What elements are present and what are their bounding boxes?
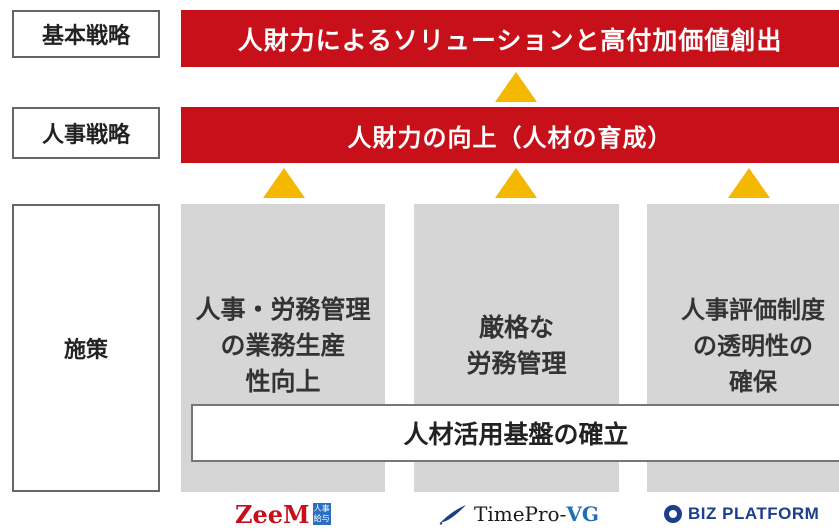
timepro-logo-text: TimePro- [474, 502, 567, 526]
biz-platform-logo-text: BIZ PLATFORM [688, 504, 820, 523]
feather-icon [439, 505, 466, 525]
timepro-logo-suffix: VG [566, 502, 599, 526]
zeem-badge-icon: 人事 給与 [312, 503, 331, 525]
circle-logo-icon [664, 505, 682, 523]
basic-strategy-label: 基本戦略 [12, 10, 160, 58]
timepro-logo: TimePro-VG [438, 500, 599, 528]
biz-platform-logo: BIZ PLATFORM [664, 500, 819, 528]
basic-strategy-bar: 人財力によるソリューションと高付加価値創出 [181, 10, 839, 67]
zeem-logo-text: ZeeM [235, 499, 310, 529]
arrow-up-icon [495, 72, 537, 102]
pillar-labor-management-text: 厳格な 労務管理 [466, 313, 567, 378]
measures-label: 施策 [12, 204, 160, 492]
zeem-logo: ZeeM 人事 給与 [235, 499, 331, 529]
hr-strategy-label: 人事戦略 [12, 107, 160, 159]
arrow-up-icon [728, 168, 770, 198]
pillar-evaluation-text: 人事評価制度 の透明性の 確保 [681, 296, 825, 396]
talent-foundation-bar: 人材活用基盤の確立 [191, 404, 839, 462]
arrow-up-icon [263, 168, 305, 198]
hr-strategy-bar: 人財力の向上（人材の育成） [181, 107, 839, 163]
arrow-up-icon [495, 168, 537, 198]
pillar-productivity-text: 人事・労務管理 の業務生産 性向上 [195, 295, 371, 396]
